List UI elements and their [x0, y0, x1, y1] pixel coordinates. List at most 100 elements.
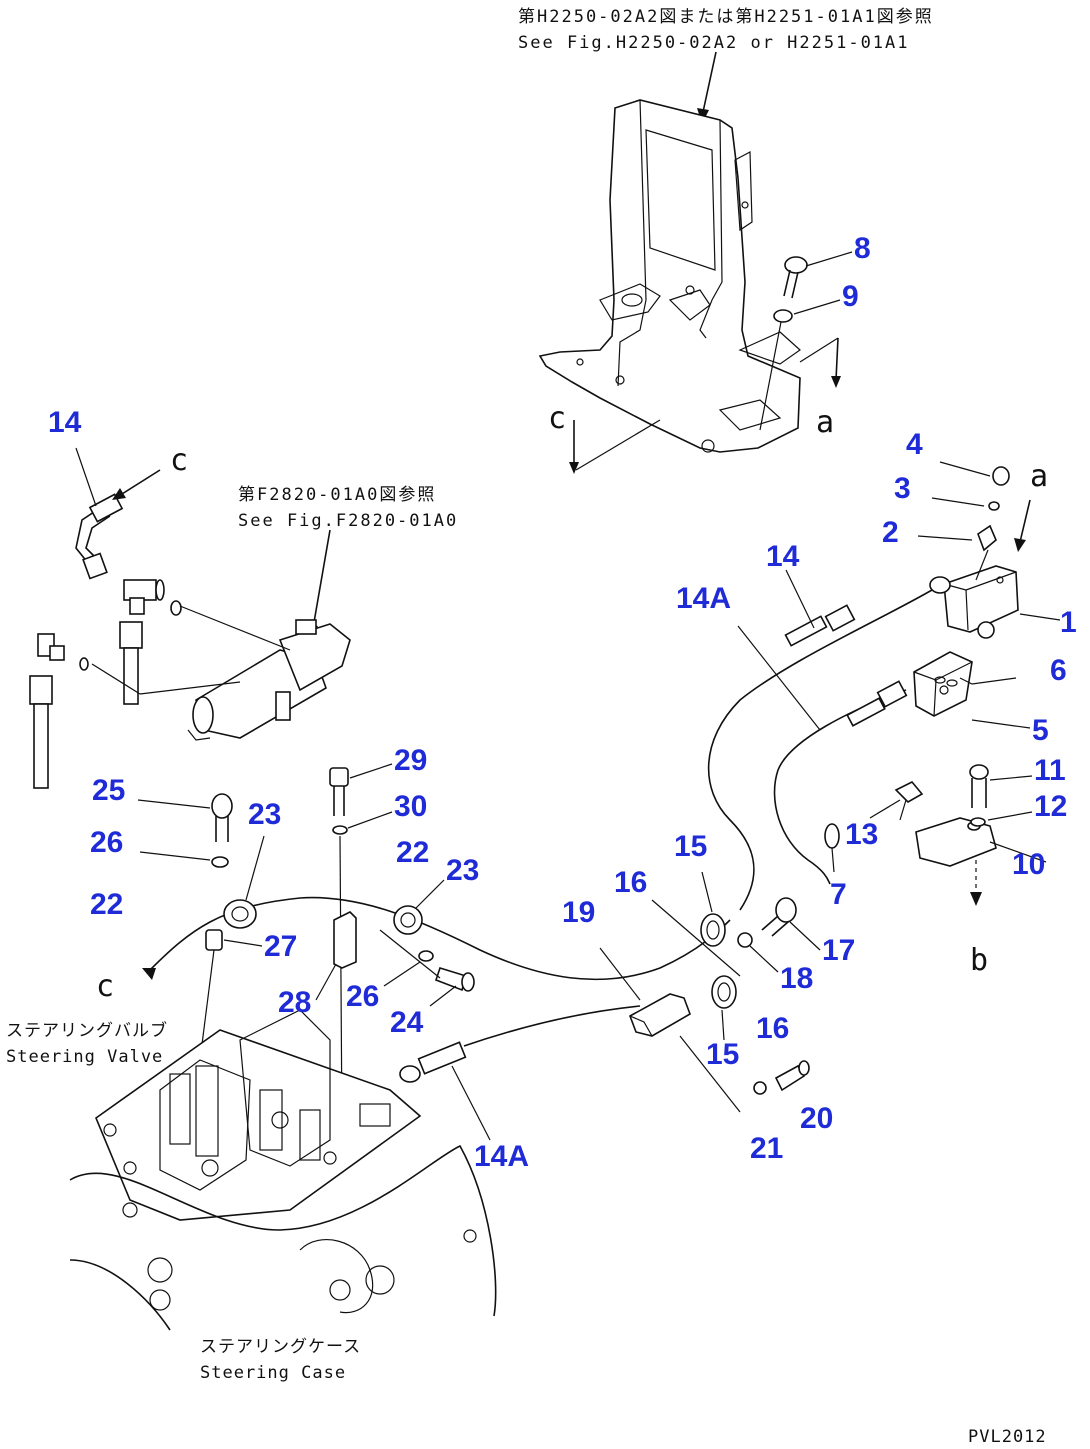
callout-14-left: 14	[48, 406, 82, 439]
callout-25: 25	[92, 774, 125, 807]
tube-14A-right	[737, 625, 908, 885]
valve-block-1	[929, 565, 1061, 639]
bolt-24	[434, 967, 475, 992]
reference-mid-en: See Fig.F2820-01A0	[238, 511, 458, 531]
callout-16-lower: 16	[756, 1012, 789, 1045]
washer-26-left	[211, 856, 229, 868]
reference-top-en: See Fig.H2250-02A2 or H2251-01A1	[518, 33, 910, 53]
leader-11	[989, 775, 1033, 781]
leader-24-26	[379, 929, 441, 979]
reference-mid-jp: 第F2820-01A0図参照	[238, 485, 436, 505]
adapter-4-3-2	[917, 461, 1010, 581]
letter-a-right: a	[1030, 459, 1048, 494]
callout-17: 17	[822, 934, 855, 967]
callout-4: 4	[906, 428, 923, 461]
leader-29	[349, 763, 393, 779]
leader-13	[869, 799, 901, 819]
callout-24: 24	[390, 1006, 424, 1039]
callout-1: 1	[1060, 606, 1077, 639]
callout-5: 5	[1032, 714, 1049, 747]
leader-12	[987, 811, 1033, 821]
washer-18	[737, 932, 753, 948]
clamp-23-left	[223, 899, 257, 929]
callout-13: 13	[845, 818, 878, 851]
reference-top-jp: 第H2250-02A2図または第H2251-01A1図参照	[518, 7, 934, 27]
letter-b-right: b	[970, 943, 988, 978]
solenoid-valve	[91, 605, 351, 741]
bolt-axis-8	[759, 321, 782, 431]
callout-23-left: 23	[248, 798, 281, 831]
clamp-23-right	[393, 905, 423, 935]
callout-20: 20	[800, 1102, 833, 1135]
callout-3: 3	[894, 472, 911, 505]
seat-bracket	[538, 99, 801, 453]
callout-14A-right: 14A	[676, 582, 731, 615]
callout-2: 2	[882, 516, 899, 549]
leader-23-left	[245, 835, 265, 901]
letter-c-left: c	[170, 443, 188, 478]
leader-9	[793, 299, 841, 315]
steering-case-body	[69, 1144, 497, 1331]
steering-valve-body	[95, 1009, 422, 1221]
leader-14-left	[75, 447, 97, 507]
letter-a-bracket: a	[816, 405, 834, 440]
callout-26-right: 26	[346, 980, 379, 1013]
reference-arrow-top	[697, 51, 717, 124]
callout-10: 10	[1012, 848, 1045, 881]
arrow-a-bracket	[799, 337, 841, 388]
washer-21	[753, 1081, 767, 1095]
callout-22-right: 22	[396, 836, 429, 869]
arrow-a-right	[1014, 499, 1031, 552]
callout-18: 18	[780, 962, 813, 995]
leader-26-left	[139, 851, 211, 861]
washer-12	[970, 817, 986, 827]
bolt-29	[329, 767, 349, 816]
callout-11: 11	[1034, 754, 1066, 787]
letter-c-bracket: c	[548, 401, 566, 436]
callout-15-lower: 15	[706, 1038, 739, 1071]
callout-9: 9	[842, 280, 859, 313]
leader-24	[429, 985, 457, 1007]
leader-20-21	[679, 1035, 741, 1113]
callout-28: 28	[278, 986, 311, 1019]
arrow-c-bracket	[569, 419, 661, 474]
callout-14-right: 14	[766, 540, 800, 573]
leader-28	[315, 963, 337, 1001]
callout-15-upper: 15	[674, 830, 707, 863]
connector-7	[824, 823, 840, 873]
steering-case-jp: ステアリングケース	[200, 1337, 361, 1357]
leader-8	[805, 251, 853, 267]
clamp-15-lower	[711, 975, 737, 1009]
bolt-8	[783, 256, 808, 299]
letter-c-lower: c	[96, 969, 114, 1004]
hex-nipple-left-2	[29, 675, 53, 789]
washer-9	[773, 309, 793, 323]
callout-6: 6	[1050, 654, 1067, 687]
pipe-14-left	[75, 493, 124, 580]
clamp-15-upper	[700, 913, 726, 947]
callout-21: 21	[750, 1132, 783, 1165]
callout-14A-bottom: 14A	[474, 1140, 529, 1173]
tube-14-right	[707, 589, 933, 911]
arrow-c-left	[112, 469, 161, 500]
leader-27	[223, 939, 263, 947]
callout-26-left: 26	[90, 826, 123, 859]
leader-17	[789, 921, 821, 951]
steering-valve-jp: ステアリングバルブ	[6, 1020, 168, 1041]
clip-13	[894, 781, 924, 821]
leader-14-right	[785, 569, 815, 629]
leader-25	[137, 799, 211, 809]
bracket-28	[333, 911, 357, 969]
callout-12: 12	[1034, 790, 1067, 823]
orings-6	[934, 676, 1017, 687]
leader-18	[749, 945, 779, 973]
washer-30	[332, 825, 348, 835]
callout-8: 8	[854, 232, 871, 265]
leader-23-right	[415, 879, 445, 909]
bracket-19	[599, 947, 691, 1037]
leader-15-lower	[721, 1009, 725, 1041]
washer-26-right	[418, 950, 434, 962]
bolt-11	[969, 764, 989, 808]
leader-15-upper	[701, 871, 713, 913]
